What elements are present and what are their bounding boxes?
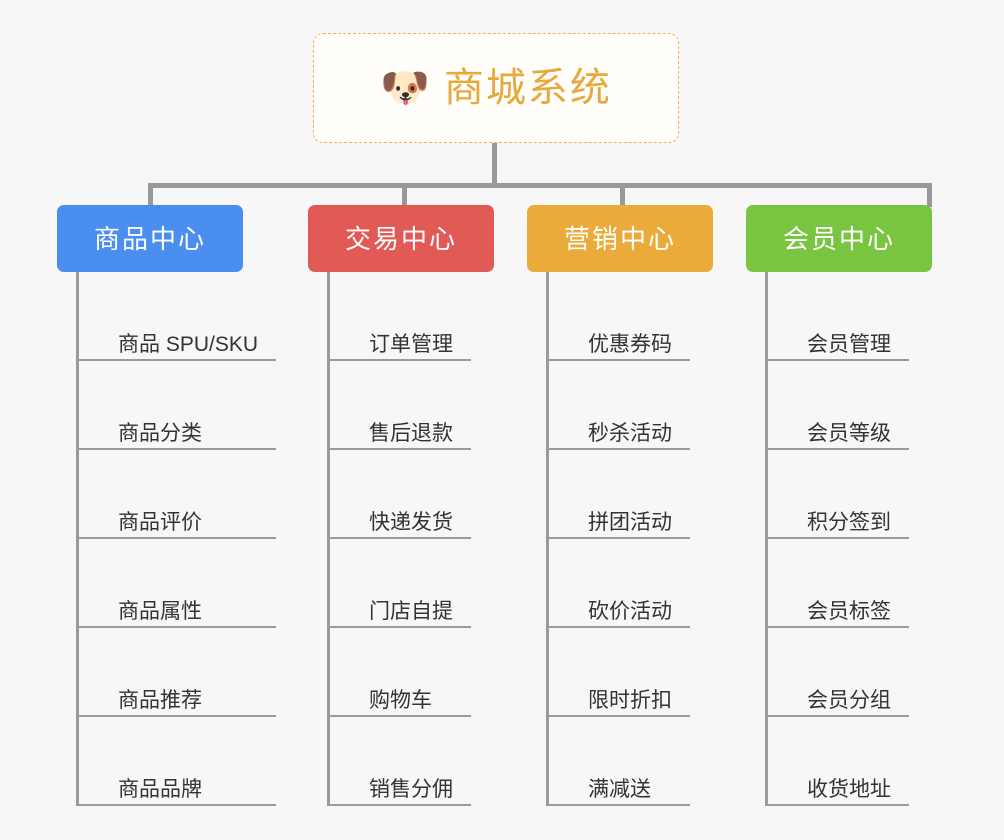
leaf-item-label: 优惠券码 <box>588 332 672 356</box>
leaf-item-label: 门店自提 <box>369 599 453 623</box>
leaf-item-label: 会员标签 <box>807 599 891 623</box>
leaf-item[interactable]: 会员管理 <box>765 272 985 361</box>
leaf-item-underline <box>765 448 909 450</box>
leaf-item-underline <box>76 804 276 806</box>
leaf-item[interactable]: 收货地址 <box>765 717 985 806</box>
leaf-item-underline <box>327 448 471 450</box>
leaf-item-underline <box>76 359 276 361</box>
leaf-item[interactable]: 商品分类 <box>76 361 296 450</box>
leaf-item-label: 满减送 <box>588 777 651 801</box>
leaf-item-underline <box>76 537 276 539</box>
leaf-item-label: 商品 SPU/SKU <box>118 332 259 356</box>
leaf-item-label: 商品推荐 <box>118 688 202 712</box>
leaf-item-underline <box>76 448 276 450</box>
leaf-item[interactable]: 订单管理 <box>327 272 547 361</box>
leaf-item-underline <box>327 626 471 628</box>
leaf-item[interactable]: 售后退款 <box>327 361 547 450</box>
leaf-item[interactable]: 销售分佣 <box>327 717 547 806</box>
leaf-item[interactable]: 会员等级 <box>765 361 985 450</box>
leaf-item-underline <box>546 804 690 806</box>
leaf-item-label: 限时折扣 <box>588 688 672 712</box>
connector-drop-3 <box>620 183 625 207</box>
leaf-item-underline <box>76 626 276 628</box>
shiba-dog-icon: 🐶 <box>380 66 430 110</box>
leaf-item-label: 商品评价 <box>118 510 202 534</box>
leaf-item[interactable]: 商品 SPU/SKU <box>76 272 296 361</box>
leaf-item-label: 购物车 <box>369 688 432 712</box>
leaf-item-label: 销售分佣 <box>369 777 453 801</box>
leaf-item-label: 商品属性 <box>118 599 202 623</box>
category-box-3[interactable]: 营销中心 <box>527 205 713 272</box>
leaf-item-label: 商品分类 <box>118 421 202 445</box>
leaf-item[interactable]: 快递发货 <box>327 450 547 539</box>
leaf-item-underline <box>546 537 690 539</box>
leaf-item-label: 收货地址 <box>807 777 891 801</box>
connector-root-vertical <box>492 143 497 186</box>
leaf-item-label: 会员等级 <box>807 421 891 445</box>
leaf-item-underline <box>546 715 690 717</box>
root-node-label: 商城系统 <box>443 66 612 110</box>
leaf-item[interactable]: 商品评价 <box>76 450 296 539</box>
leaf-list-3: 优惠券码秒杀活动拼团活动砍价活动限时折扣满减送 <box>546 272 766 806</box>
leaf-item-underline <box>546 626 690 628</box>
category-box-2[interactable]: 交易中心 <box>308 205 494 272</box>
leaf-item[interactable]: 优惠券码 <box>546 272 766 361</box>
connector-drop-2 <box>402 183 407 207</box>
leaf-item[interactable]: 满减送 <box>546 717 766 806</box>
leaf-item[interactable]: 商品属性 <box>76 539 296 628</box>
category-label: 交易中心 <box>344 223 457 254</box>
leaf-item-underline <box>765 804 909 806</box>
leaf-item-underline <box>765 715 909 717</box>
category-box-4[interactable]: 会员中心 <box>746 205 932 272</box>
leaf-item[interactable]: 拼团活动 <box>546 450 766 539</box>
leaf-item-label: 积分签到 <box>807 510 891 534</box>
category-label: 商品中心 <box>93 223 206 254</box>
leaf-item-label: 商品品牌 <box>118 777 202 801</box>
leaf-item-underline <box>327 537 471 539</box>
leaf-item[interactable]: 砍价活动 <box>546 539 766 628</box>
leaf-item-underline <box>327 715 471 717</box>
leaf-item-underline <box>327 804 471 806</box>
leaf-item-label: 拼团活动 <box>588 510 672 534</box>
leaf-item-label: 售后退款 <box>369 421 453 445</box>
leaf-item-label: 会员管理 <box>807 332 891 356</box>
leaf-item-label: 砍价活动 <box>588 599 672 623</box>
leaf-list-1: 商品 SPU/SKU 商品分类商品评价商品属性商品推荐商品品牌 <box>76 272 296 806</box>
leaf-item-label: 快递发货 <box>369 510 453 534</box>
leaf-item-underline <box>765 359 909 361</box>
leaf-list-4: 会员管理会员等级积分签到会员标签会员分组收货地址 <box>765 272 985 806</box>
leaf-item-label: 秒杀活动 <box>588 421 672 445</box>
category-label: 营销中心 <box>563 223 676 254</box>
leaf-item[interactable]: 商品推荐 <box>76 628 296 717</box>
connector-horizontal-bus <box>148 183 932 188</box>
leaf-item-underline <box>546 448 690 450</box>
leaf-item-underline <box>76 715 276 717</box>
leaf-item[interactable]: 会员分组 <box>765 628 985 717</box>
leaf-item-underline <box>765 626 909 628</box>
category-box-1[interactable]: 商品中心 <box>57 205 243 272</box>
root-node[interactable]: 🐶 商城系统 <box>313 33 679 143</box>
leaf-item-label: 会员分组 <box>807 688 891 712</box>
leaf-item[interactable]: 会员标签 <box>765 539 985 628</box>
category-label: 会员中心 <box>782 223 895 254</box>
leaf-item-label: 订单管理 <box>369 332 453 356</box>
leaf-item-underline <box>765 537 909 539</box>
leaf-item[interactable]: 商品品牌 <box>76 717 296 806</box>
leaf-item[interactable]: 积分签到 <box>765 450 985 539</box>
connector-drop-4 <box>927 183 932 207</box>
leaf-item[interactable]: 限时折扣 <box>546 628 766 717</box>
leaf-item[interactable]: 门店自提 <box>327 539 547 628</box>
leaf-item[interactable]: 购物车 <box>327 628 547 717</box>
leaf-list-2: 订单管理售后退款快递发货门店自提购物车销售分佣 <box>327 272 547 806</box>
connector-drop-1 <box>148 183 153 207</box>
leaf-item[interactable]: 秒杀活动 <box>546 361 766 450</box>
leaf-item-underline <box>327 359 471 361</box>
leaf-item-underline <box>546 359 690 361</box>
